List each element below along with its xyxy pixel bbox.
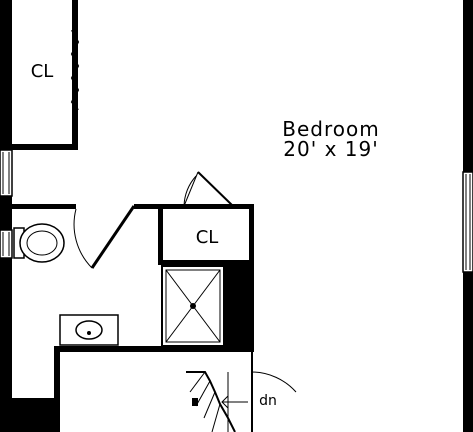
closet-upper-left-label: CL <box>31 61 54 82</box>
shower <box>161 265 225 347</box>
bedroom-name-label: Bedroom <box>282 117 379 141</box>
left-exterior-wall <box>0 0 12 150</box>
lower-left-wall <box>54 346 60 432</box>
right-exterior-wall-lower <box>463 272 473 432</box>
center-closet-door <box>183 171 235 208</box>
window-right <box>462 171 473 273</box>
sink <box>59 314 119 346</box>
stairs <box>186 352 297 432</box>
bath-bottom-wall <box>54 346 254 352</box>
lower-left-block <box>0 398 60 432</box>
window-left-lower <box>0 229 13 259</box>
toilet <box>13 223 65 263</box>
closet-wall-bottom <box>12 144 78 150</box>
window-left-upper <box>0 149 13 197</box>
bath-top-wall-left <box>12 204 76 209</box>
bath-door <box>73 205 136 269</box>
closet-wall-vertical <box>72 0 78 150</box>
stairs-direction-label: dn <box>259 393 277 409</box>
shower-side-wall <box>224 264 254 348</box>
bath-top-wall-right <box>134 204 254 209</box>
closet-center-label: CL <box>196 227 219 248</box>
closet-bifold-door <box>70 29 80 111</box>
bedroom-dimensions-label: 20' x 19' <box>283 137 378 161</box>
center-closet-wall-left <box>158 204 163 264</box>
right-exterior-wall <box>463 0 473 172</box>
center-closet-wall-bottom <box>158 260 254 265</box>
